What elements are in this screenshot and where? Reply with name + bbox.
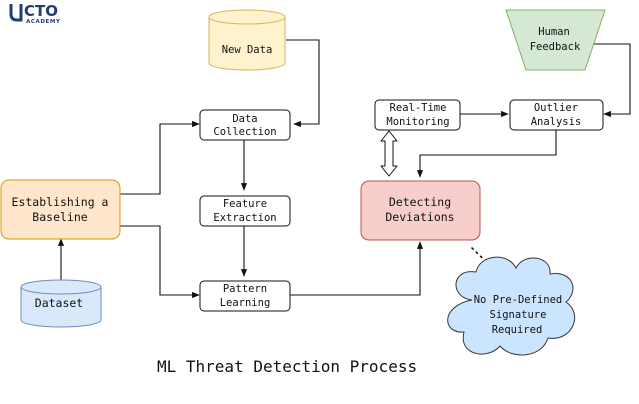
- no-signature-label-3: Required: [492, 324, 543, 336]
- pattern-learning-node: Pattern Learning: [199, 280, 291, 312]
- establishing-baseline-box: [0, 179, 121, 240]
- new-data-cylinder-body: [208, 17, 286, 71]
- human-feedback-trapezoid: [505, 9, 606, 71]
- dataset-cylinder-top: [20, 279, 102, 295]
- outlier-analysis-label-2: Analysis: [531, 116, 582, 128]
- no-signature-cloud-node: No Pre-Defined Signature Required: [447, 256, 576, 356]
- real-time-monitoring-label-1: Real-Time: [390, 102, 447, 114]
- logo-shield-icon: [9, 4, 23, 22]
- new-data-node: New Data: [208, 9, 286, 71]
- edge-feedback-to-outlier: [585, 43, 631, 118]
- data-collection-box: [199, 109, 291, 141]
- pattern-learning-label-1: Pattern: [223, 283, 267, 295]
- data-collection-label-1: Data: [232, 113, 257, 125]
- data-collection-label-2: Collection: [213, 126, 276, 138]
- feature-extraction-label-2: Extraction: [213, 212, 276, 224]
- human-feedback-label-1: Human: [538, 26, 570, 38]
- pattern-learning-box: [199, 280, 291, 312]
- detecting-deviations-node: Detecting Deviations: [360, 180, 481, 241]
- edge-monitoring-deviations-double-arrow: [380, 130, 398, 177]
- diagram-title: ML Threat Detection Process: [157, 357, 417, 376]
- feature-extraction-label-1: Feature: [223, 198, 267, 210]
- detecting-deviations-box: [360, 180, 481, 241]
- real-time-monitoring-box: [374, 99, 461, 131]
- feature-extraction-box: [199, 195, 291, 227]
- edge-baseline-to-collection: [120, 120, 200, 195]
- detecting-deviations-label-2: Deviations: [385, 210, 454, 224]
- dataset-cylinder-body: [20, 287, 102, 328]
- edges: [57, 39, 631, 299]
- human-feedback-node: Human Feedback: [505, 9, 606, 71]
- no-signature-label-1: No Pre-Defined: [474, 294, 563, 306]
- human-feedback-label-2: Feedback: [530, 41, 581, 53]
- new-data-cylinder-top: [208, 9, 286, 25]
- establishing-baseline-node: Establishing a Baseline: [0, 179, 121, 240]
- logo-name: CTO: [24, 2, 58, 20]
- no-signature-cloud-shape: [447, 256, 576, 356]
- outlier-analysis-label-1: Outlier: [534, 102, 578, 114]
- edge-baseline-to-pattern: [120, 225, 200, 299]
- real-time-monitoring-node: Real-Time Monitoring: [374, 99, 461, 131]
- establishing-baseline-label-1: Establishing a: [12, 195, 109, 209]
- establishing-baseline-label-2: Baseline: [32, 210, 87, 224]
- real-time-monitoring-label-2: Monitoring: [386, 116, 449, 128]
- new-data-label: New Data: [222, 44, 273, 56]
- logo-sub: ACADEMY: [26, 19, 61, 25]
- dataset-label: Dataset: [35, 296, 83, 310]
- edge-pattern-to-deviations: [290, 241, 424, 296]
- no-signature-label-2: Signature: [490, 309, 547, 321]
- feature-extraction-node: Feature Extraction: [199, 195, 291, 227]
- outlier-analysis-node: Outlier Analysis: [509, 99, 604, 131]
- edge-new-data-to-collection: [286, 39, 320, 128]
- detecting-deviations-label-1: Detecting: [389, 195, 451, 209]
- edge-outlier-to-deviations: [416, 130, 557, 178]
- data-collection-node: Data Collection: [199, 109, 291, 141]
- dataset-node: Dataset: [20, 279, 102, 328]
- pattern-learning-label-2: Learning: [220, 297, 271, 309]
- cto-academy-logo: CTO ACADEMY: [9, 2, 61, 25]
- outlier-analysis-box: [509, 99, 604, 131]
